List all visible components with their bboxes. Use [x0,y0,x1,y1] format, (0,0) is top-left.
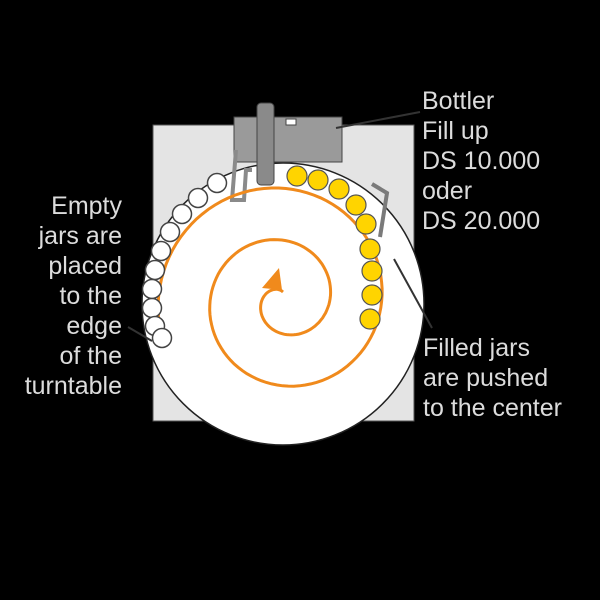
entry-guide [229,149,252,202]
empty-jars-label-line: placed [48,252,122,280]
filled-jar [345,194,367,216]
bottler [229,102,390,238]
bottler-label-line: Bottler [422,87,495,115]
empty-jars-label-line: Empty [51,192,122,220]
empty-jar [206,172,228,194]
empty-jars-label-line: to the [59,282,122,310]
turntable [141,162,425,446]
filled-jar [361,284,383,306]
empty-jar [171,203,193,225]
filled-jars [286,165,383,330]
empty-jars-leader-line [127,326,153,342]
empty-jar [141,297,163,319]
bottler-label-line: DS 20.000 [422,207,541,235]
filled-jar [359,308,381,330]
empty-jars-label-line: turntable [24,372,122,400]
arrow-icon [262,268,282,290]
empty-jar [159,221,181,243]
filled-jars-label-line: to the center [423,394,562,422]
empty-jars-label-line: edge [66,312,122,340]
bottler-indicator [285,118,297,126]
filling-nozzle [256,102,275,186]
filled-jar [359,238,381,260]
empty-jar [144,259,166,281]
empty-jars-label-line: of the [59,342,122,370]
bottler-label-line: oder [422,177,473,205]
filled-jar [328,178,350,200]
filled-jar [286,165,308,187]
deflector-guide [370,182,390,238]
bottler-leader-line [335,111,421,129]
bottler-label: Bottler Fill up DS 10.000 oder DS 20.000 [422,86,540,236]
filled-jars-leader-line [393,258,433,329]
empty-jars-label: Empty jars are placed to the edge of the… [25,191,122,401]
empty-jar [150,240,172,262]
filled-jars-label-line: Filled jars [423,334,530,362]
empty-jar [151,327,173,349]
empty-jar [141,278,163,300]
empty-jar [187,187,209,209]
filled-jars-label-line: are pushed [423,364,549,392]
bottler-label-line: Fill up [422,117,489,145]
spiral-path [156,186,384,388]
filled-jar [307,169,329,191]
filled-jar [361,260,383,282]
filled-jars-label: Filled jars are pushed to the center [423,333,562,423]
bottler-label-line: DS 10.000 [422,147,541,175]
empty-jars-label-line: jars are [38,222,122,250]
filled-jar [355,213,377,235]
empty-jars [141,172,228,349]
